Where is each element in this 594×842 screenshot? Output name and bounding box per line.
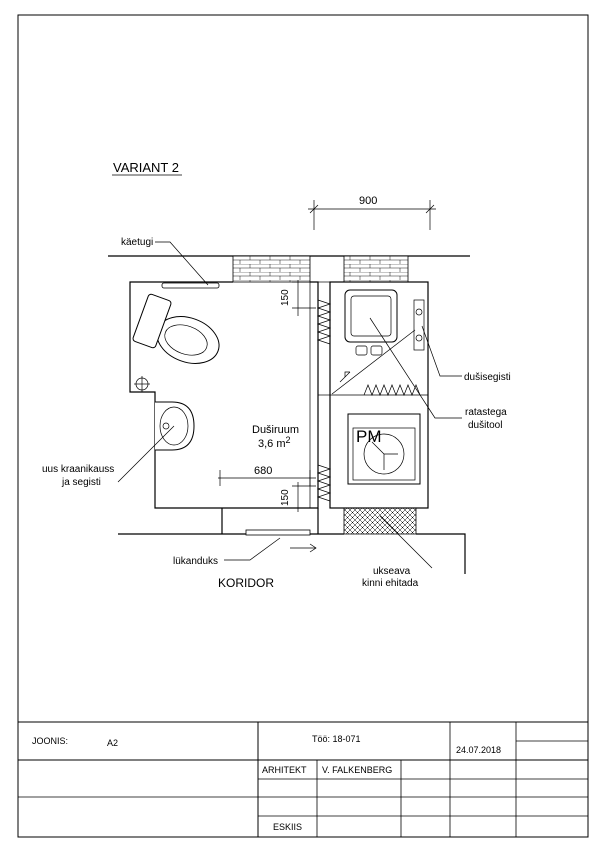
corridor-label: KORIDOR — [218, 576, 274, 590]
dimension-150-top-label: 150 — [280, 289, 291, 306]
dimension-150-bottom-label: 150 — [280, 489, 291, 506]
stage-label: ESKIIS — [273, 822, 302, 832]
spring-left — [316, 299, 332, 345]
dimension-150-top — [292, 280, 316, 316]
variant-title: VARIANT 2 — [113, 160, 179, 175]
leader-grab-bar — [155, 241, 209, 286]
room-name: Duširuum — [252, 424, 299, 436]
sheet-frame — [17, 14, 589, 838]
joonis-label: JOONIS: — [32, 736, 68, 746]
leader-shower-mixer — [421, 325, 462, 377]
spring-left-2 — [316, 464, 332, 502]
dimension-680 — [218, 470, 316, 486]
leader-shower-chair — [369, 317, 462, 419]
label-grab-bar: käetugi — [121, 237, 153, 248]
work-number: Töö: 18-071 — [312, 734, 361, 744]
washing-machine — [347, 413, 421, 485]
shower-mixer — [413, 299, 425, 351]
spring-bottom — [363, 384, 421, 396]
shower-chair — [344, 289, 398, 356]
dimension-900-label: 900 — [359, 195, 377, 207]
architect-label: ARHITEKT — [262, 765, 307, 775]
dimension-900 — [308, 200, 436, 230]
leader-infill — [379, 515, 433, 569]
dimension-680-label: 680 — [254, 465, 272, 477]
floor-drain — [134, 376, 150, 392]
label-shower-chair-1: ratastega — [465, 407, 507, 418]
room-area: 3,6 m2 — [258, 435, 291, 450]
washbasin — [155, 401, 195, 451]
grab-bar — [161, 282, 220, 289]
label-shower-mixer: dušisegisti — [464, 372, 511, 383]
dimension-150-bottom — [292, 482, 316, 512]
brick-lintel-left — [232, 255, 311, 283]
joonis-value: A2 — [107, 738, 118, 748]
sliding-door — [245, 529, 311, 536]
label-shower-chair-2: dušitool — [468, 420, 502, 431]
label-infill-1: ukseava — [373, 566, 411, 577]
toilet — [132, 293, 220, 364]
label-sliding-door: lükanduks — [173, 556, 218, 567]
label-basin-2: ja segisti — [61, 477, 101, 488]
label-infill-2: kinni ehitada — [362, 578, 419, 589]
pm-label: PM — [356, 427, 382, 446]
leader-washbasin — [117, 425, 175, 483]
title-block — [18, 721, 588, 837]
label-basin-1: uus kraanikauss — [42, 464, 114, 475]
leader-sliding-door — [224, 537, 281, 561]
date: 24.07.2018 — [456, 745, 501, 755]
architect-name: V. FALKENBERG — [322, 765, 392, 775]
brick-lintel-right — [343, 255, 409, 283]
infill-hatch — [343, 507, 417, 535]
